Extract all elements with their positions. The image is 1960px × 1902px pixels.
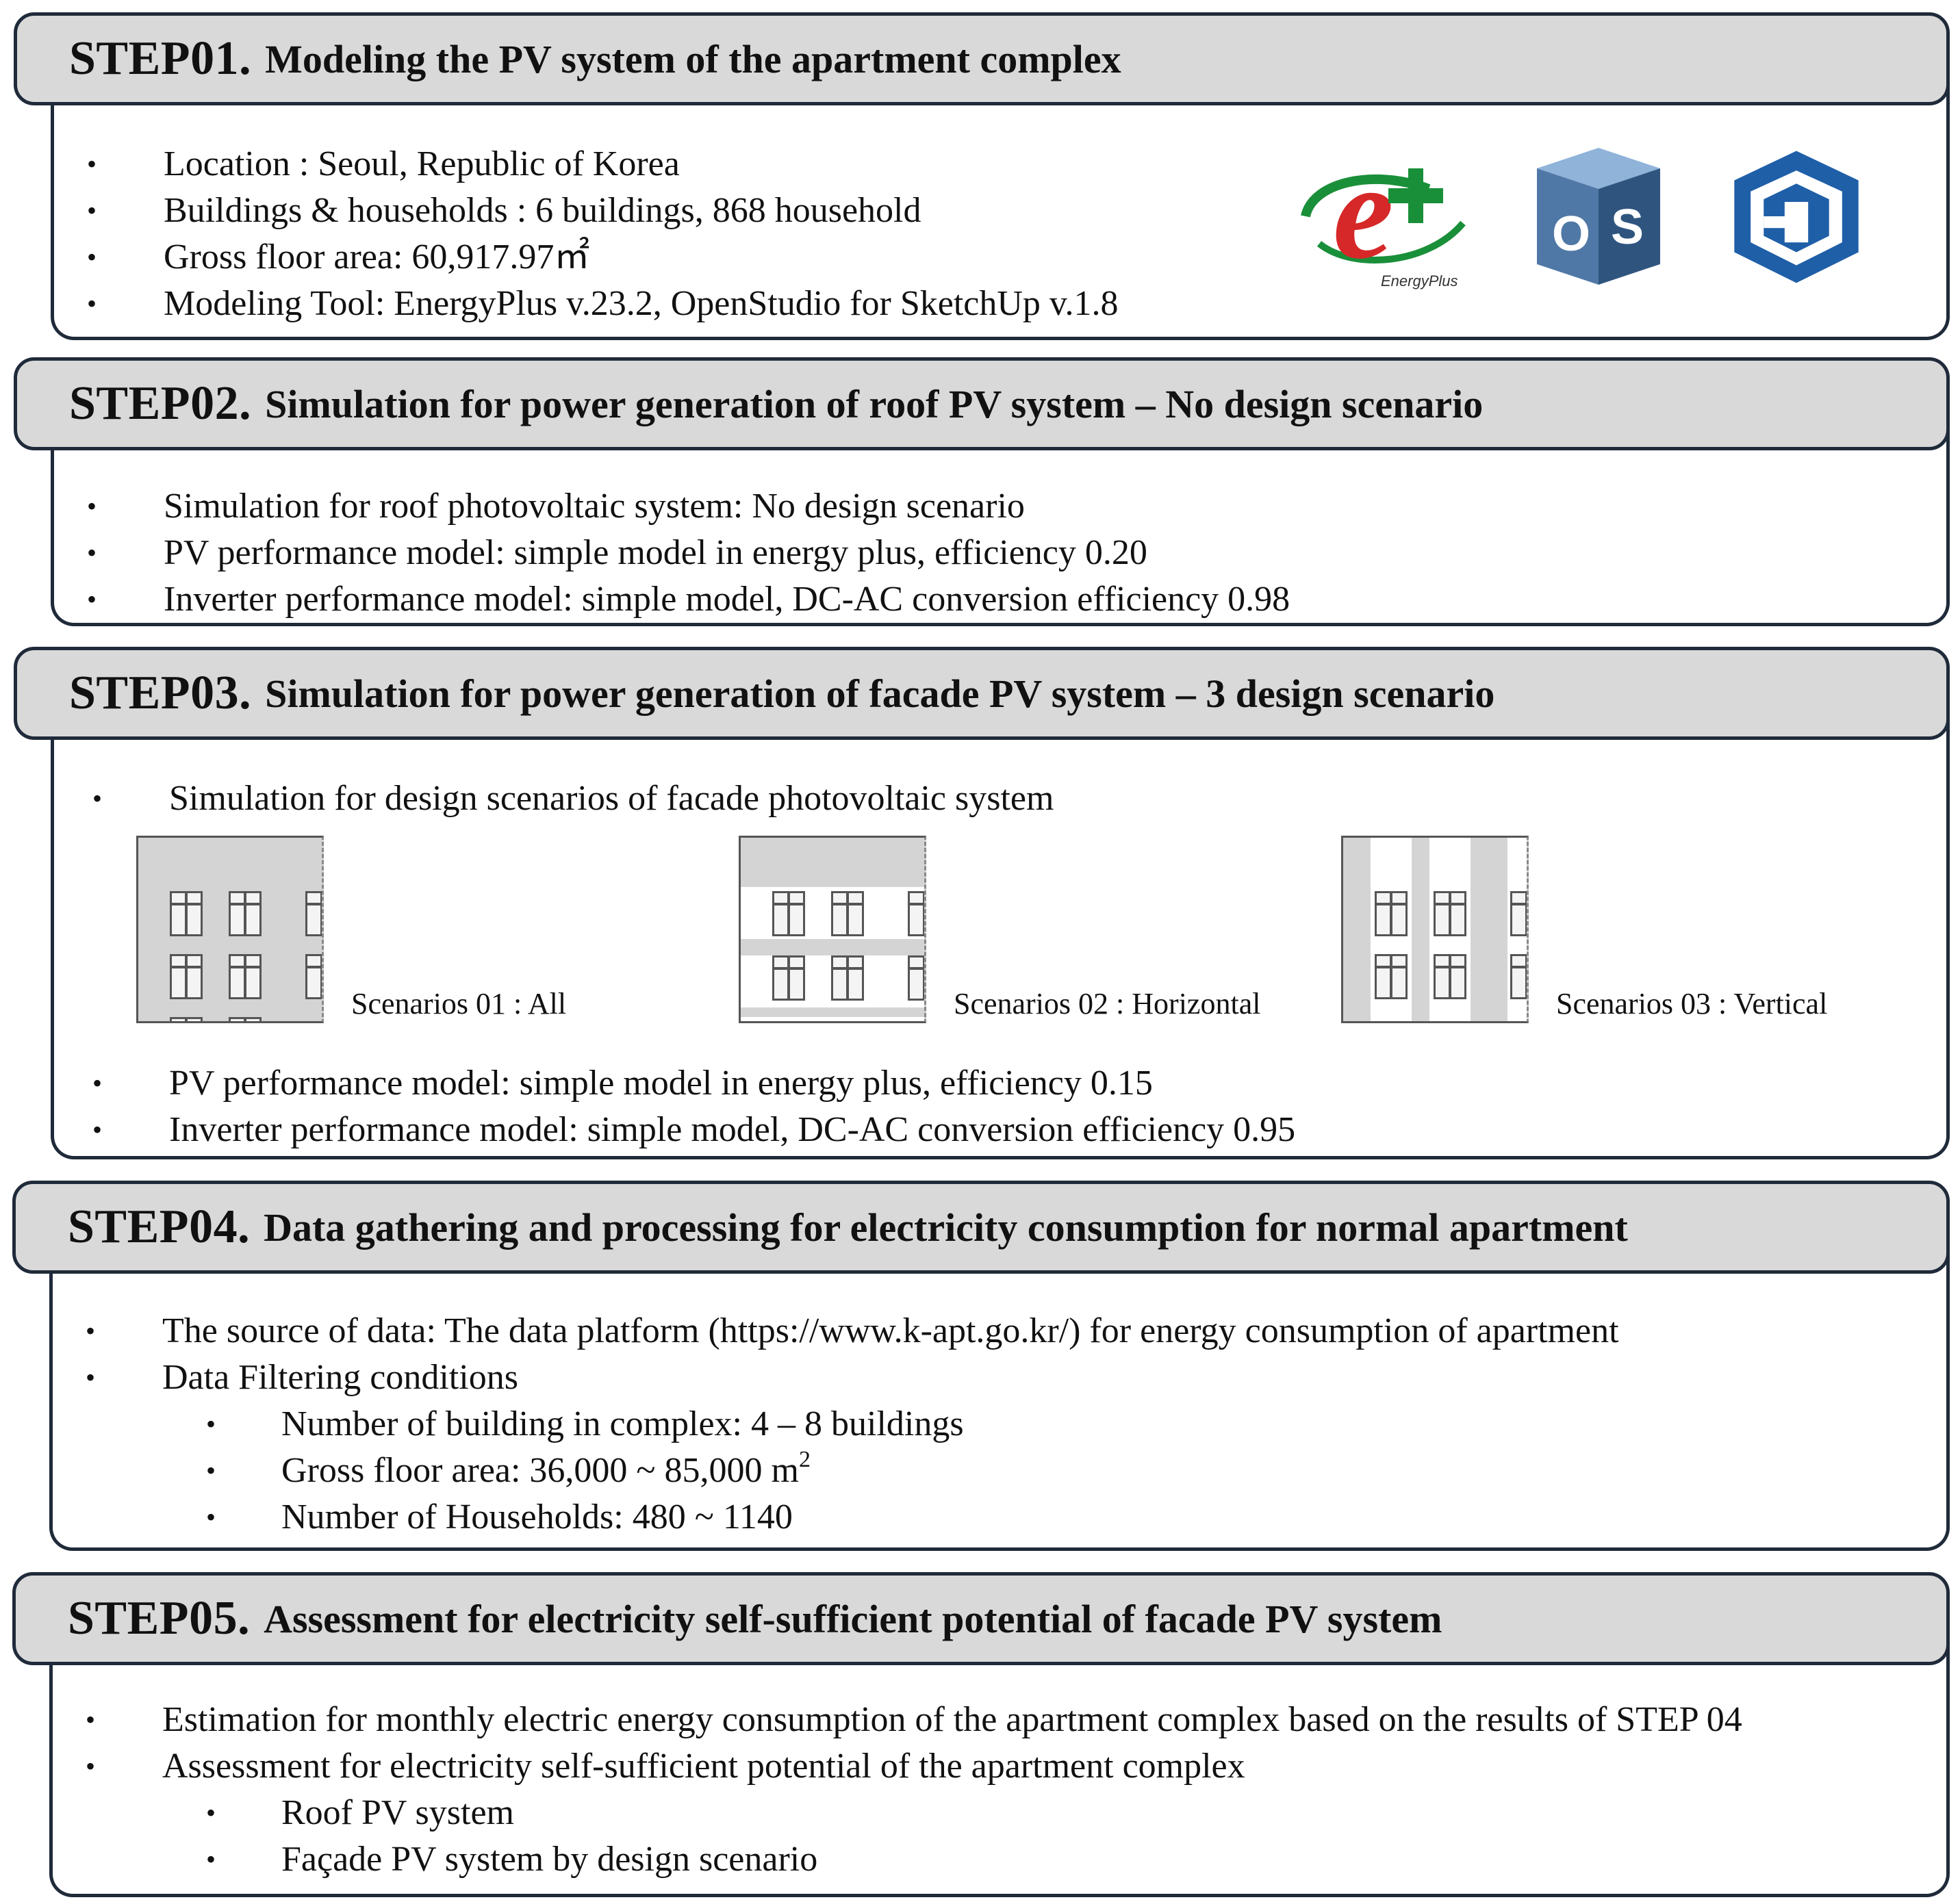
step02-bullet: Simulation for roof photovoltaic system:… bbox=[87, 483, 1946, 530]
step03-bullet: PV performance model: simple model in en… bbox=[92, 1060, 1946, 1107]
scenario-02-facade bbox=[739, 836, 926, 1023]
step01-title: Modeling the PV system of the apartment … bbox=[265, 36, 1121, 81]
step04-bullet: Data Filtering conditions bbox=[86, 1354, 1946, 1401]
step05: Estimation for monthly electric energy c… bbox=[12, 1572, 1950, 1897]
scenario-01-label: Scenarios 01 : All bbox=[351, 987, 567, 1020]
scenario-01: Scenarios 01 : All bbox=[136, 836, 670, 1027]
step04-sub-bullet: Number of Households: 480 ~ 1140 bbox=[86, 1494, 1946, 1541]
step05-title: Assessment for electricity self-sufficie… bbox=[264, 1596, 1442, 1641]
step03-title: Simulation for power generation of facad… bbox=[265, 671, 1495, 716]
energyplus-caption: EnergyPlus bbox=[1381, 272, 1458, 290]
step05-body: Estimation for monthly electric energy c… bbox=[49, 1620, 1950, 1897]
svg-text:S: S bbox=[1611, 200, 1644, 255]
svg-text:e: e bbox=[1333, 141, 1394, 287]
step01-number: STEP01. bbox=[69, 32, 252, 85]
step01: Location : Seoul, Republic of Korea Buil… bbox=[14, 12, 1950, 340]
step03: Simulation for design scenarios of facad… bbox=[14, 647, 1950, 1159]
step04-number: STEP04. bbox=[68, 1200, 251, 1253]
step05-bullet: Assessment for electricity self-sufficie… bbox=[86, 1743, 1946, 1790]
step04-title: Data gathering and processing for electr… bbox=[264, 1205, 1628, 1250]
step01-bullet: Location : Seoul, Republic of Korea bbox=[87, 141, 1946, 188]
step04-body: The source of data: The data platform (h… bbox=[49, 1229, 1950, 1551]
svg-text:O: O bbox=[1552, 207, 1590, 261]
step02-title: Simulation for power generation of roof … bbox=[265, 381, 1484, 426]
step03-header: STEP03. Simulation for power generation … bbox=[14, 647, 1950, 740]
step03-number: STEP03. bbox=[69, 667, 252, 719]
step05-sub-bullet: Roof PV system bbox=[86, 1790, 1946, 1836]
step01-bullet: Modeling Tool: EnergyPlus v.23.2, OpenSt… bbox=[87, 281, 1946, 327]
openstudio-logo: O S bbox=[1537, 148, 1660, 285]
scenario-03-label: Scenarios 03 : Vertical bbox=[1556, 987, 1828, 1020]
step02-header: STEP02. Simulation for power generation … bbox=[14, 357, 1950, 450]
step02-bullet: Inverter performance model: simple model… bbox=[87, 576, 1946, 623]
step02-bullet: PV performance model: simple model in en… bbox=[87, 530, 1946, 576]
step04-sub-bullet: Gross floor area: 36,000 ~ 85,000 m2 bbox=[86, 1448, 1946, 1494]
scenario-03-facade bbox=[1341, 836, 1529, 1023]
step01-bullet: Gross floor area: 60,917.97㎡ bbox=[87, 234, 1946, 281]
step04-header: STEP04. Data gathering and processing fo… bbox=[12, 1181, 1950, 1274]
step05-header: STEP05. Assessment for electricity self-… bbox=[12, 1572, 1950, 1665]
step05-sub-bullet: Façade PV system by design scenario bbox=[86, 1836, 1946, 1883]
step03-bullet: Inverter performance model: simple model… bbox=[92, 1107, 1946, 1153]
step04-bullet: The source of data: The data platform (h… bbox=[86, 1308, 1946, 1354]
sketchup-logo bbox=[1734, 151, 1859, 283]
energyplus-logo: e EnergyPlus bbox=[1301, 141, 1466, 290]
scenario-02: Scenarios 02 : Horizontal bbox=[739, 836, 1300, 1027]
area-unit-exponent: 2 bbox=[799, 1447, 811, 1472]
step01-body: Location : Seoul, Republic of Korea Buil… bbox=[51, 60, 1950, 340]
step04: The source of data: The data platform (h… bbox=[12, 1181, 1950, 1551]
step01-bullet: Buildings & households : 6 buildings, 86… bbox=[87, 188, 1946, 234]
step04-sub-bullet: Number of building in complex: 4 – 8 bui… bbox=[86, 1401, 1946, 1448]
step05-bullet: Estimation for monthly electric energy c… bbox=[86, 1697, 1946, 1743]
step03-body: Simulation for design scenarios of facad… bbox=[51, 695, 1950, 1159]
step01-header: STEP01. Modeling the PV system of the ap… bbox=[14, 12, 1950, 105]
step02-number: STEP02. bbox=[69, 377, 252, 430]
step03-bullet: Simulation for design scenarios of facad… bbox=[92, 775, 1946, 822]
step02: Simulation for roof photovoltaic system:… bbox=[14, 357, 1950, 626]
scenario-01-facade bbox=[136, 836, 324, 1023]
scenario-02-label: Scenarios 02 : Horizontal bbox=[954, 987, 1261, 1020]
step05-number: STEP05. bbox=[68, 1592, 251, 1645]
scenario-03: Scenarios 03 : Vertical bbox=[1341, 836, 1889, 1027]
